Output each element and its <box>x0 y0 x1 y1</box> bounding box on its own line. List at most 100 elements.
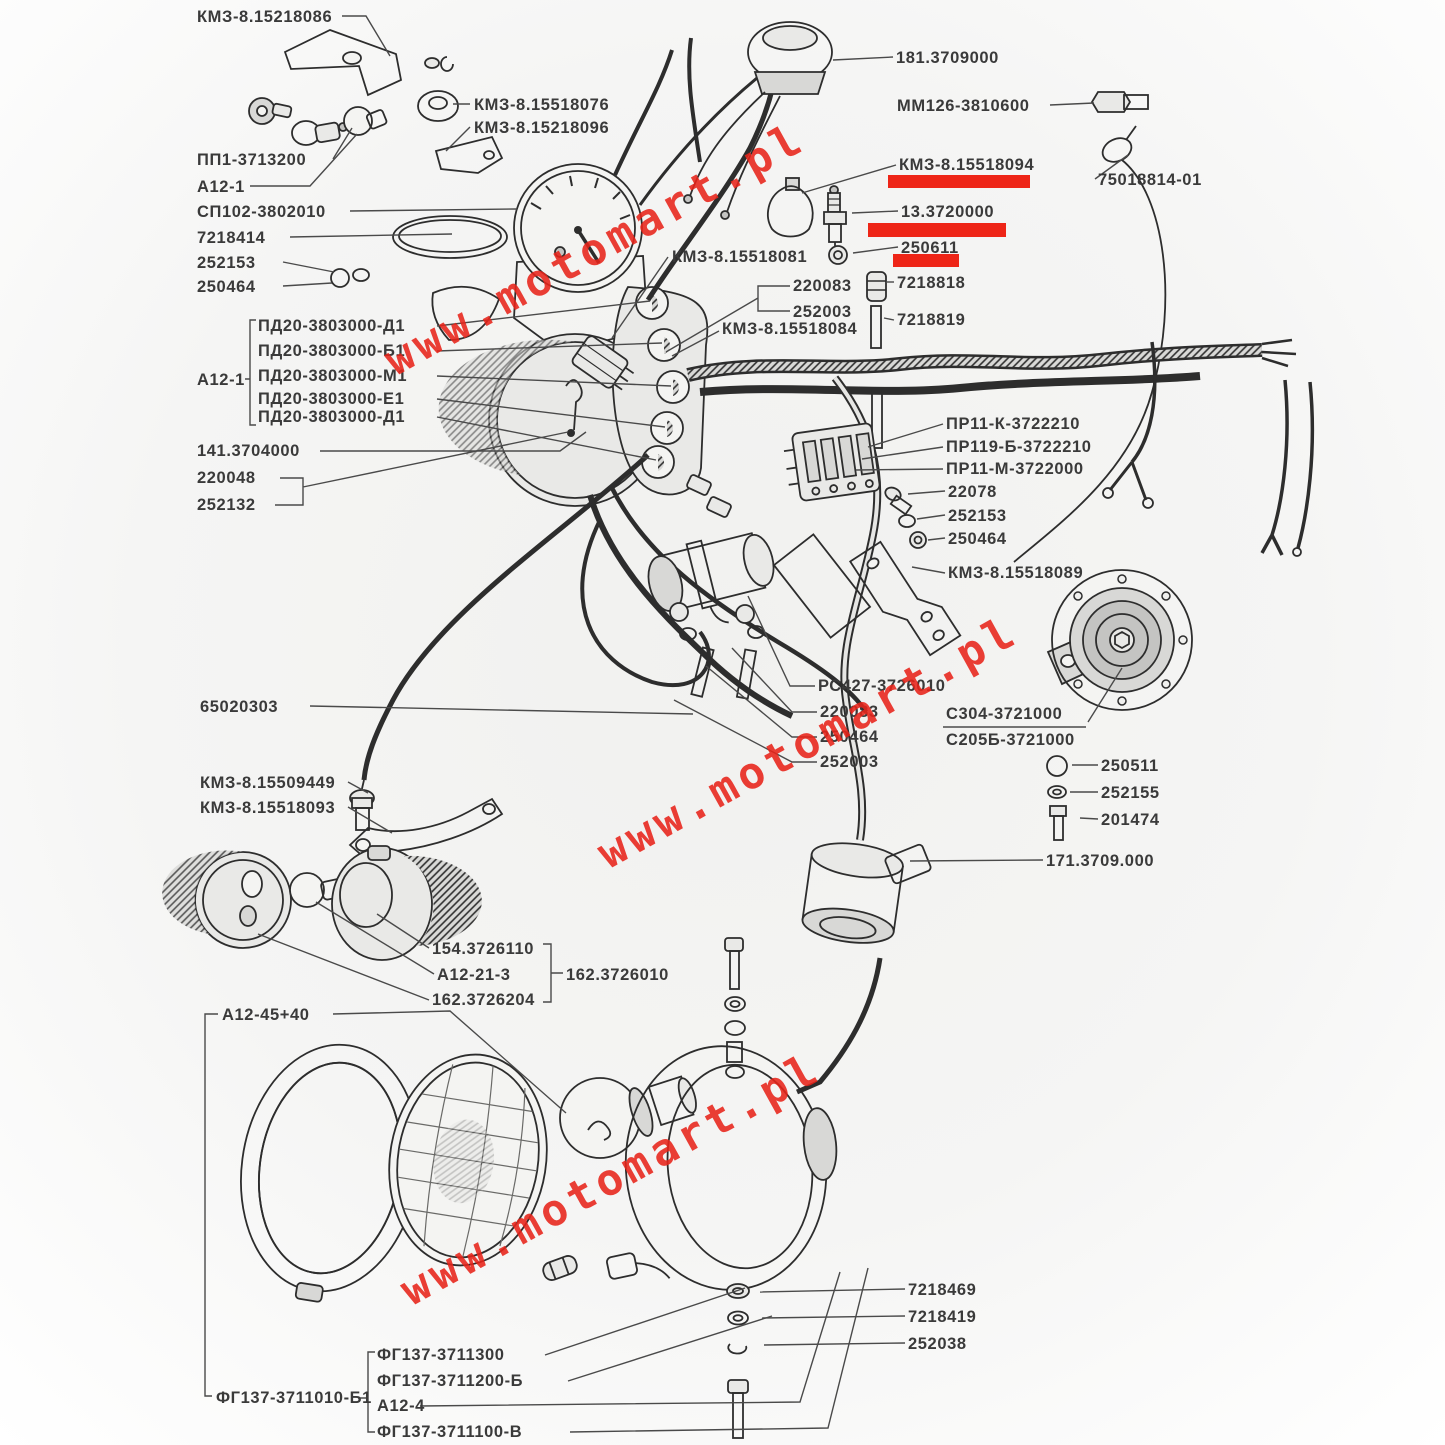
horn-fasteners-illustration <box>1046 755 1068 841</box>
part-label: ММ126-3810600 <box>897 97 1030 115</box>
leader-lines <box>204 15 1129 1433</box>
part-label: 162.3726204 <box>432 991 535 1009</box>
bulb-a12-1-illustration <box>343 106 388 136</box>
shell-top-fasteners-illustration <box>724 937 746 1079</box>
headlight-lens-illustration <box>388 1053 548 1267</box>
illustrations <box>162 21 1315 1439</box>
part-label: КМЗ-8.15218096 <box>474 119 609 137</box>
part-label: 250464 <box>948 530 1007 548</box>
part-label: ПД20-3803000-Е1 <box>258 390 404 408</box>
tail-lamp-illustration <box>162 845 482 961</box>
part-label: ПД20-3803000-М1 <box>258 367 407 385</box>
part-label: 7218414 <box>197 229 266 247</box>
dash-bucket-illustration <box>438 286 709 507</box>
part-label: 252153 <box>197 254 256 272</box>
part-label: 181.3709000 <box>896 49 999 67</box>
part-label: А12-21-3 <box>437 966 511 984</box>
oil-sensor-illustration <box>1090 91 1149 113</box>
part-label: ПД20-3803000-Д1 <box>258 317 405 335</box>
part-label: ФГ137-3711300 <box>377 1346 505 1364</box>
lockwasher-small-icon <box>440 56 454 72</box>
part-label: С304-3721000 <box>946 705 1062 723</box>
ignition-lock-illustration <box>796 842 932 1095</box>
part-label: 65020303 <box>200 698 278 716</box>
part-label: 220083 <box>820 703 879 721</box>
pilot-lamp-holes <box>635 286 690 479</box>
part-label: 22078 <box>948 483 997 501</box>
spark-plug-illustration <box>823 185 847 249</box>
part-label: СП102-3802010 <box>197 203 326 221</box>
horn-illustration <box>1046 569 1193 711</box>
part-label: ПД20-3803000-Б1 <box>258 342 405 360</box>
highlight-bar-15518094 <box>888 175 1030 188</box>
part-label: 7218469 <box>908 1281 976 1299</box>
rectifier-fins-illustration <box>772 533 872 639</box>
highlight-bar-13-3720000 <box>868 223 1006 237</box>
part-label: КМЗ-8.15509449 <box>200 774 335 792</box>
labels: КМЗ-8.15218086 КМЗ-8.15518076 КМЗ-8.1521… <box>197 8 1202 1441</box>
oring-illustration <box>392 215 508 259</box>
upper-cables <box>613 37 775 302</box>
grommet-illustration <box>417 90 459 122</box>
part-label: А12-4 <box>377 1397 425 1415</box>
part-label: 252003 <box>820 753 879 771</box>
part-label: КМЗ-8.15518094 <box>899 156 1034 174</box>
part-label: 252038 <box>908 1335 967 1353</box>
sleeve-7218818-illustration <box>866 271 887 302</box>
shell-bottom-fasteners-illustration <box>726 1283 750 1439</box>
plug-boot-illustration <box>767 177 814 238</box>
part-label: 201474 <box>1101 811 1160 829</box>
part-label: ФГ137-3711200-Б <box>377 1372 523 1390</box>
part-label: 7218419 <box>908 1308 976 1326</box>
part-label: КМЗ-8.15518081 <box>672 248 807 266</box>
part-label: 252003 <box>793 303 852 321</box>
headlight-bulb-illustration <box>559 1075 697 1159</box>
highlights <box>868 175 1030 267</box>
ht-cable-illustration <box>1013 125 1167 563</box>
part-label: 250511 <box>1101 757 1159 775</box>
part-label: ФГ137-3711010-Б1 <box>216 1389 372 1407</box>
part-label: КМЗ-8.15518084 <box>722 320 857 338</box>
part-label: КМЗ-8.15518089 <box>948 564 1083 582</box>
ignition-switch-illustration <box>683 21 833 220</box>
fuse-block-illustration <box>783 422 881 502</box>
washer-small-icon <box>424 57 440 69</box>
switch-pp1-illustration <box>291 120 348 146</box>
curved-strip-illustration <box>431 285 501 341</box>
relay-illustration <box>647 532 775 700</box>
part-label: 162.3726010 <box>566 966 669 984</box>
part-label: ПР119-Б-3722210 <box>946 438 1092 456</box>
part-label: 154.3726110 <box>432 940 534 958</box>
part-label: 252132 <box>197 496 256 514</box>
screw-22078-illustration <box>884 486 927 549</box>
part-label: 13.3720000 <box>901 203 994 221</box>
nut-washer-illustration <box>330 268 370 288</box>
part-label: 171.3709.000 <box>1046 852 1154 870</box>
part-label: А12-1 <box>197 371 245 389</box>
part-label: ПР11-М-3722000 <box>946 460 1084 478</box>
part-label: ПД20-3803000-Д1 <box>258 408 405 426</box>
part-label: 250464 <box>820 728 879 746</box>
part-label: ПП1-3713200 <box>197 151 306 169</box>
highlight-bar-250611 <box>893 254 959 267</box>
part-label: А12-45+40 <box>222 1006 310 1024</box>
part-label: КМЗ-8.15218086 <box>197 8 332 26</box>
part-label: ФГ137-3711100-В <box>377 1423 522 1441</box>
nut-250611-illustration <box>828 245 848 265</box>
part-label: 7218818 <box>897 274 965 292</box>
part-label: 220048 <box>197 469 256 487</box>
bracket-15518093-illustration <box>348 797 504 860</box>
part-label: А12-1 <box>197 178 245 196</box>
strip-illustration <box>434 135 504 174</box>
part-label: КМЗ-8.15518093 <box>200 799 335 817</box>
part-label: ПР11-К-3722210 <box>946 415 1080 433</box>
bracket-illustration <box>283 29 403 97</box>
connector-illustration <box>571 335 635 391</box>
part-label: 252155 <box>1101 784 1160 802</box>
part-label: 252153 <box>948 507 1007 525</box>
screw-15509449-illustration <box>349 789 375 831</box>
part-label: 220083 <box>793 277 852 295</box>
part-label: 75018814-01 <box>1098 171 1202 189</box>
